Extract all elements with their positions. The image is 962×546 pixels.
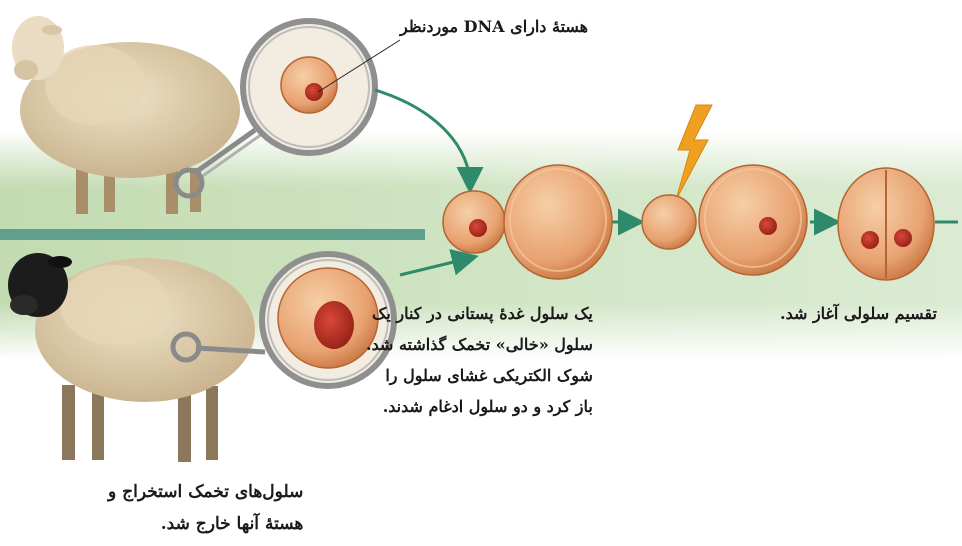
donor-nucleus	[305, 83, 323, 101]
label-fusion-line: شوک الکتریکی غشای سلول را	[366, 360, 593, 391]
dividing-cell	[838, 168, 934, 280]
egg-nucleus	[314, 301, 354, 349]
divider-bar	[0, 229, 425, 240]
label-fusion-line: باز کرد و دو سلول ادغام شدند.	[366, 391, 593, 422]
label-egg-cells: سلول‌های تخمک استخراج و هستهٔ آنها خارج …	[108, 476, 303, 540]
label-fusion: یک سلول غدهٔ پستانی در کنار یک سلول «خال…	[366, 298, 593, 422]
label-division: تقسیم سلولی آغاز شد.	[780, 298, 937, 329]
label-fusion-line: سلول «خالی» تخمک گذاشته شد.	[366, 329, 593, 360]
label-egg-line: سلول‌های تخمک استخراج و	[108, 476, 303, 508]
label-fusion-line: یک سلول غدهٔ پستانی در کنار یک	[366, 298, 593, 329]
label-donor-nucleus: هستهٔ دارای DNA موردنظر	[400, 16, 588, 38]
label-egg-line: هستهٔ آنها خارج شد.	[108, 508, 303, 540]
egg-donor-sheep	[8, 253, 255, 462]
